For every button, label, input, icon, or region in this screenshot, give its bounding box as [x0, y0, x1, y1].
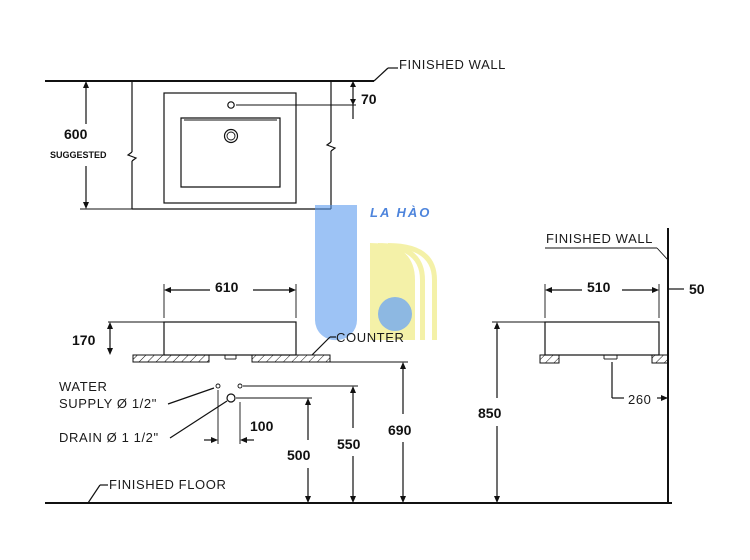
front-elevation: 610 170 COUNTER WATER SUPPLY Ø 1/2" DRAI… [59, 279, 412, 503]
finished-wall-label-side: FINISHED WALL [546, 231, 653, 246]
dim-supply-offset: 100 [250, 418, 274, 434]
finished-floor-label: FINISHED FLOOR [109, 477, 226, 492]
front-basin [163, 321, 297, 356]
dim-supply-height: 550 [337, 436, 361, 452]
basin-top-outline [163, 92, 297, 204]
counter-hatch-right [251, 354, 331, 363]
drain-label: DRAIN Ø 1 1/2" [59, 430, 159, 445]
counter-label: COUNTER [336, 330, 404, 345]
basin-bowl [180, 117, 281, 188]
dim-front-height: 170 [72, 332, 96, 348]
side-counter-hatch-right [651, 354, 669, 364]
tap-hole [227, 101, 235, 109]
dim-side-depth: 510 [587, 279, 611, 295]
wall-leader [373, 67, 389, 82]
dim-counter-height: 690 [388, 422, 412, 438]
dim-drain-height: 500 [287, 447, 311, 463]
watermark-text: LA HÀO [370, 205, 431, 220]
dim-basin-rim-height: 850 [478, 405, 502, 421]
suggested-label: SUGGESTED [50, 150, 107, 160]
dim-wall-gap: 50 [689, 281, 705, 297]
counter-hatch-left [132, 354, 210, 363]
dim-front-width: 610 [215, 279, 239, 295]
side-basin [544, 321, 660, 356]
plan-view: FINISHED WALL 70 600 SUGGESTED [45, 57, 506, 210]
water-label: WATER [59, 379, 108, 394]
drain-hole [223, 128, 239, 144]
dim-suggested-height: 600 [64, 126, 88, 142]
side-counter-hatch-left [539, 354, 560, 364]
side-elevation: FINISHED WALL 510 50 260 850 [478, 228, 705, 503]
supply-size-label: SUPPLY Ø 1/2" [59, 396, 157, 411]
dim-tap-offset: 70 [361, 91, 377, 107]
supply-pipe-left [215, 383, 221, 389]
watermark-logo: LA HÀO [314, 205, 437, 341]
supply-pipe-right [237, 383, 243, 389]
dim-drain-offset: 260 [628, 392, 652, 407]
floor: FINISHED FLOOR [45, 477, 672, 504]
drain-pipe [226, 393, 236, 403]
finished-wall-label-top: FINISHED WALL [399, 57, 506, 72]
